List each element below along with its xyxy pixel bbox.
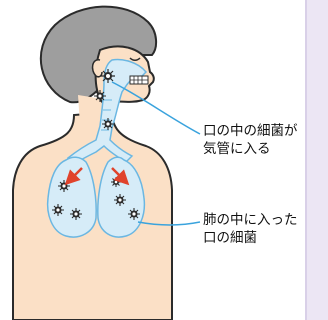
bacteria-icon: [111, 177, 121, 187]
label-mouth-bacteria: 口の中の細菌が 気管に入る: [203, 122, 298, 158]
label-mouth-line-1: 口の中の細菌が: [203, 122, 298, 140]
label-lung-bacteria: 肺の中に入った 口の細菌: [203, 211, 298, 247]
label-lung-line-2: 口の細菌: [203, 229, 298, 247]
label-lung-line-1: 肺の中に入った: [203, 211, 298, 229]
leader-line-mouth: [112, 82, 200, 134]
bacteria-icon: [101, 69, 115, 83]
label-mouth-line-2: 気管に入る: [203, 140, 298, 158]
